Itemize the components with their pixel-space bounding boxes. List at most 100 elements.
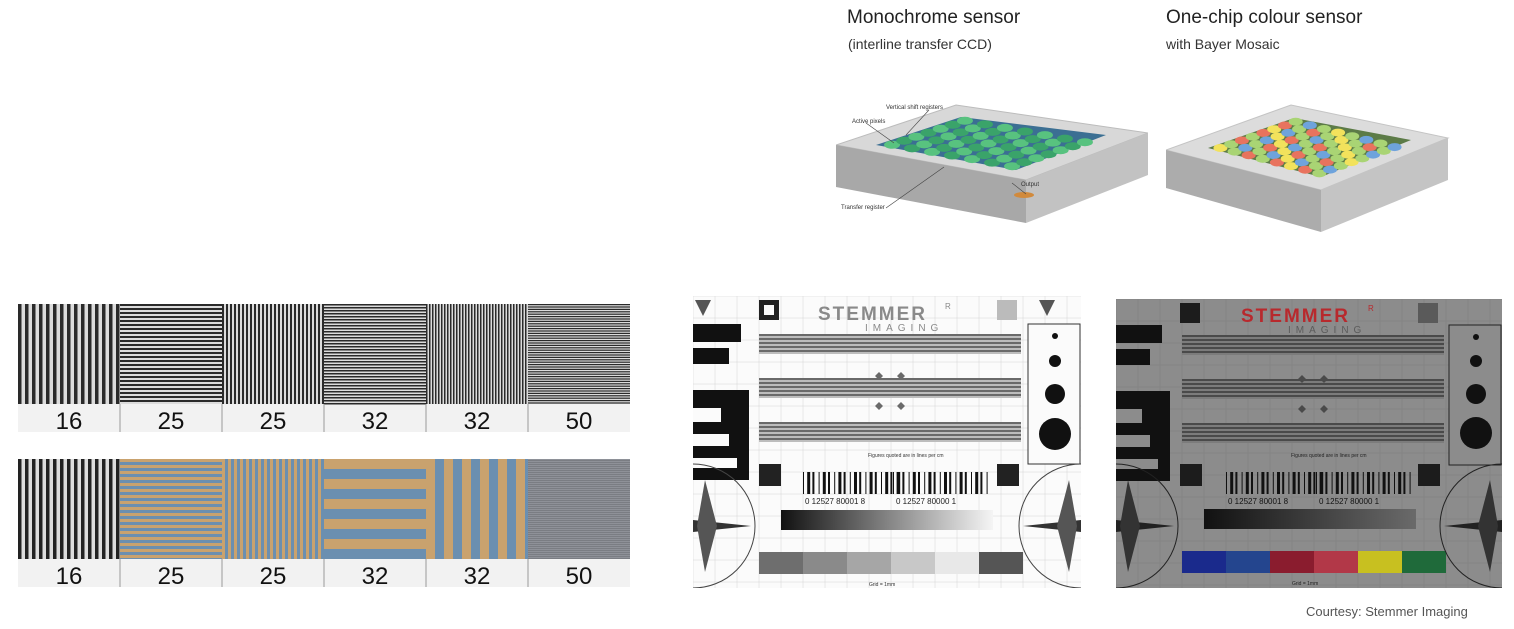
brand-imaging-text-colour: IMAGING: [1288, 325, 1366, 336]
strip-pattern-5: [527, 304, 630, 432]
corner-marker-tr: [1039, 300, 1055, 316]
ccd-pixel: [952, 128, 969, 137]
bayer-pixel: [1213, 143, 1228, 152]
mono-ccd-illustration: Vertical shift registers Active pixels T…: [836, 104, 1148, 223]
barcode-a-number-colour: 0 12527 80001 8: [1228, 497, 1289, 506]
bayer-pixel: [1238, 143, 1253, 152]
siemens-star-left-colour: [1116, 463, 1179, 588]
ccd-pixel: [924, 147, 941, 156]
ccd-pixel: [948, 139, 965, 148]
ccd-pixel: [884, 140, 901, 149]
ccd-pixel: [988, 147, 1005, 156]
ccd-pixel: [956, 147, 973, 156]
bayer-pixel: [1302, 121, 1317, 130]
strip-label-5: 50: [566, 563, 593, 587]
strip-label-4: 32: [464, 408, 491, 432]
ccd-pixel: [944, 120, 961, 129]
line-band-0: [759, 334, 1021, 354]
label-output: Output: [1021, 182, 1039, 188]
bayer-pixel: [1316, 124, 1331, 133]
bayer-pixel: [1249, 140, 1264, 149]
ccd-pixel: [996, 154, 1013, 163]
bayer-pixel: [1267, 125, 1282, 134]
ccd-pixel: [976, 120, 993, 129]
strip-pattern-0: [18, 304, 120, 404]
ccd-output-node: [1014, 192, 1034, 198]
courtesy-credit: Courtesy: Stemmer Imaging: [1306, 604, 1468, 619]
bayer-pixel: [1252, 147, 1267, 156]
strip-label-0: 16: [56, 563, 83, 587]
chart-caption: Figures quoted are in lines per cm: [868, 453, 944, 459]
bayer-pixel: [1348, 139, 1363, 148]
grey-patch-5: [979, 552, 1023, 574]
resolution-dot-small: [1049, 355, 1061, 367]
bayer-pixel: [1312, 169, 1327, 178]
ccd-pixel: [1052, 146, 1069, 155]
colour-patch-1: [1226, 551, 1270, 573]
colour-patch-3: [1314, 551, 1358, 573]
ccd-pixel: [908, 132, 925, 141]
ccd-pixel: [960, 135, 977, 144]
ccd-pixel: [1004, 131, 1021, 140]
bayer-pixel: [1341, 150, 1356, 159]
bayer-pixel: [1351, 146, 1366, 155]
barcode-a-number: 0 12527 80001 8: [805, 497, 866, 506]
label-transfer-register: Transfer register: [841, 205, 885, 211]
ccd-pixel: [1076, 138, 1093, 147]
mono-sensor-title: Monochrome sensor: [847, 7, 1021, 28]
bayer-pixel: [1306, 128, 1321, 137]
ccd-pixel: [1032, 142, 1049, 151]
resolution-dot-medium: [1045, 384, 1065, 404]
grid-caption: Grid = 1mm: [869, 582, 895, 588]
strip-pattern-1: [119, 304, 222, 432]
bayer-pixel: [1309, 136, 1324, 145]
colour-patch-row: [1182, 551, 1446, 573]
corner-marker-tl: [695, 300, 711, 316]
bayer-pixel: [1355, 154, 1370, 163]
ccd-chip-left-side: [836, 145, 1026, 223]
bayer-pixel: [1387, 143, 1402, 152]
label-vertical-shift-registers: Vertical shift registers: [886, 105, 943, 111]
barcode-a: [1226, 472, 1321, 494]
ccd-pixel: [984, 158, 1001, 167]
bayer-pixel: [1373, 139, 1388, 148]
strip-pattern-3: [323, 304, 426, 432]
bayer-pixel: [1273, 139, 1288, 148]
bayer-pixel: [1270, 132, 1285, 141]
line-band-1: [1182, 379, 1444, 399]
bayer-pixel: [1308, 161, 1323, 170]
bayer-pixel: [1362, 143, 1377, 152]
mono-sensor-subtitle: (interline transfer CCD): [848, 36, 992, 52]
bayer-pixel: [1292, 125, 1307, 134]
bayer-pixel: [1323, 139, 1338, 148]
resolution-dot-large: [1039, 418, 1071, 450]
test-chart-colour: STEMMER R IMAGING Figures quoted are in …: [1116, 299, 1502, 588]
ccd-pixel: [980, 139, 997, 148]
strip-label-2: 25: [260, 408, 287, 432]
grey-patch-0: [759, 552, 803, 574]
siemens-star-left: [693, 463, 756, 588]
ccd-chip-right-side: [1026, 133, 1148, 223]
ccd-pixel: [956, 116, 973, 125]
strip-pattern-2: [221, 304, 324, 432]
bayer-pixel: [1294, 158, 1309, 167]
strip-label-1: 25: [158, 563, 185, 587]
line-band-2: [759, 422, 1021, 442]
grey-patch-4: [935, 552, 979, 574]
bayer-pixel: [1305, 154, 1320, 163]
strip-pattern-3: [323, 459, 426, 587]
line-band-2: [1182, 423, 1444, 443]
strip-label-3: 32: [362, 408, 389, 432]
bayer-pixel: [1366, 150, 1381, 159]
ccd-pixel: [1044, 138, 1061, 147]
ccd-pixel: [968, 143, 985, 152]
strip-label-5: 50: [566, 408, 593, 432]
bayer-pixel: [1298, 165, 1313, 174]
ccd-pixel: [1020, 146, 1037, 155]
color-sensor-subtitle: with Bayer Mosaic: [1166, 36, 1280, 52]
ccd-pixel: [1056, 134, 1073, 143]
grey-patch-2: [847, 552, 891, 574]
bayer-pixel: [1359, 135, 1374, 144]
bayer-pixel: [1266, 151, 1281, 160]
